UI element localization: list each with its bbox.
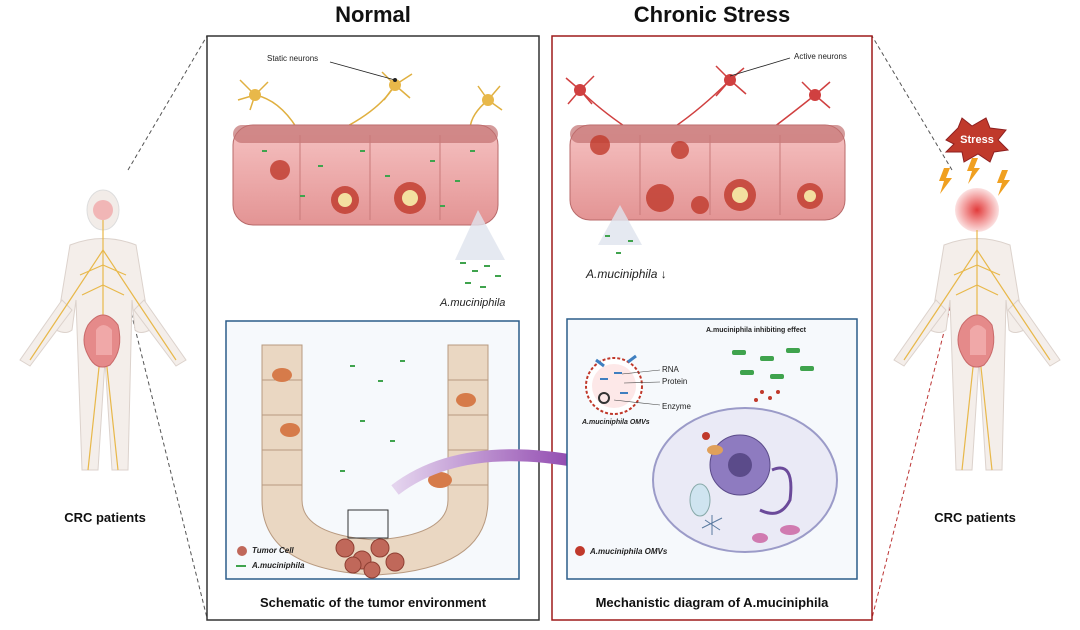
stress-panel-frame (551, 35, 873, 621)
active-neurons (565, 65, 831, 131)
stress-badge-label: Stress (960, 134, 994, 146)
human-figure-right (893, 117, 1061, 471)
flow-arrow (391, 449, 582, 495)
normal-panel-frame (206, 35, 540, 621)
normal-intestine-tissue (232, 124, 499, 226)
normal-header: Normal (335, 2, 411, 27)
crc-patients-left-label: CRC patients (64, 510, 146, 525)
bacteria-inhibition-cluster (732, 348, 814, 402)
crypt-diagram (261, 344, 489, 579)
omvs-label: A.muciniphila OMVs (582, 419, 650, 426)
bacteria-cluster-normal (460, 262, 501, 288)
dashed-connectors (127, 35, 953, 619)
omv-diagram (585, 354, 661, 415)
active-neurons-label: Active neurons (794, 52, 847, 61)
omv-rna-label: RNA (662, 365, 679, 374)
omv-enzyme-label: Enzyme (662, 402, 691, 411)
stress-inset-caption: Mechanistic diagram of A.muciniphila (595, 595, 829, 610)
host-cell (652, 407, 838, 553)
normal-inset-caption: Schematic of the tumor environment (259, 595, 487, 610)
lightning-icon (939, 158, 1010, 196)
static-neurons-label: Static neurons (267, 54, 319, 63)
inhibiting-effect-label: A.muciniphila inhibiting effect (706, 327, 806, 334)
chronic-stress-header: Chronic Stress (633, 2, 791, 27)
omv-protein-label: Protein (662, 377, 688, 386)
stress-intestine-tissue (569, 124, 846, 221)
stress-bacteria-label: A.muciniphila ↓ (586, 267, 667, 281)
legend-bacteria-label: A.muciniphila (252, 561, 305, 570)
legend-tumor-cell-label: Tumor Cell (252, 546, 294, 555)
legend-omvs-label: A.muciniphila OMVs (590, 547, 668, 556)
stress-burst-icon (944, 117, 1010, 163)
crc-patients-right-label: CRC patients (934, 510, 1016, 525)
normal-bacteria-label: A.muciniphila (440, 297, 506, 309)
static-neurons (237, 71, 503, 132)
human-figure-left (19, 189, 187, 471)
